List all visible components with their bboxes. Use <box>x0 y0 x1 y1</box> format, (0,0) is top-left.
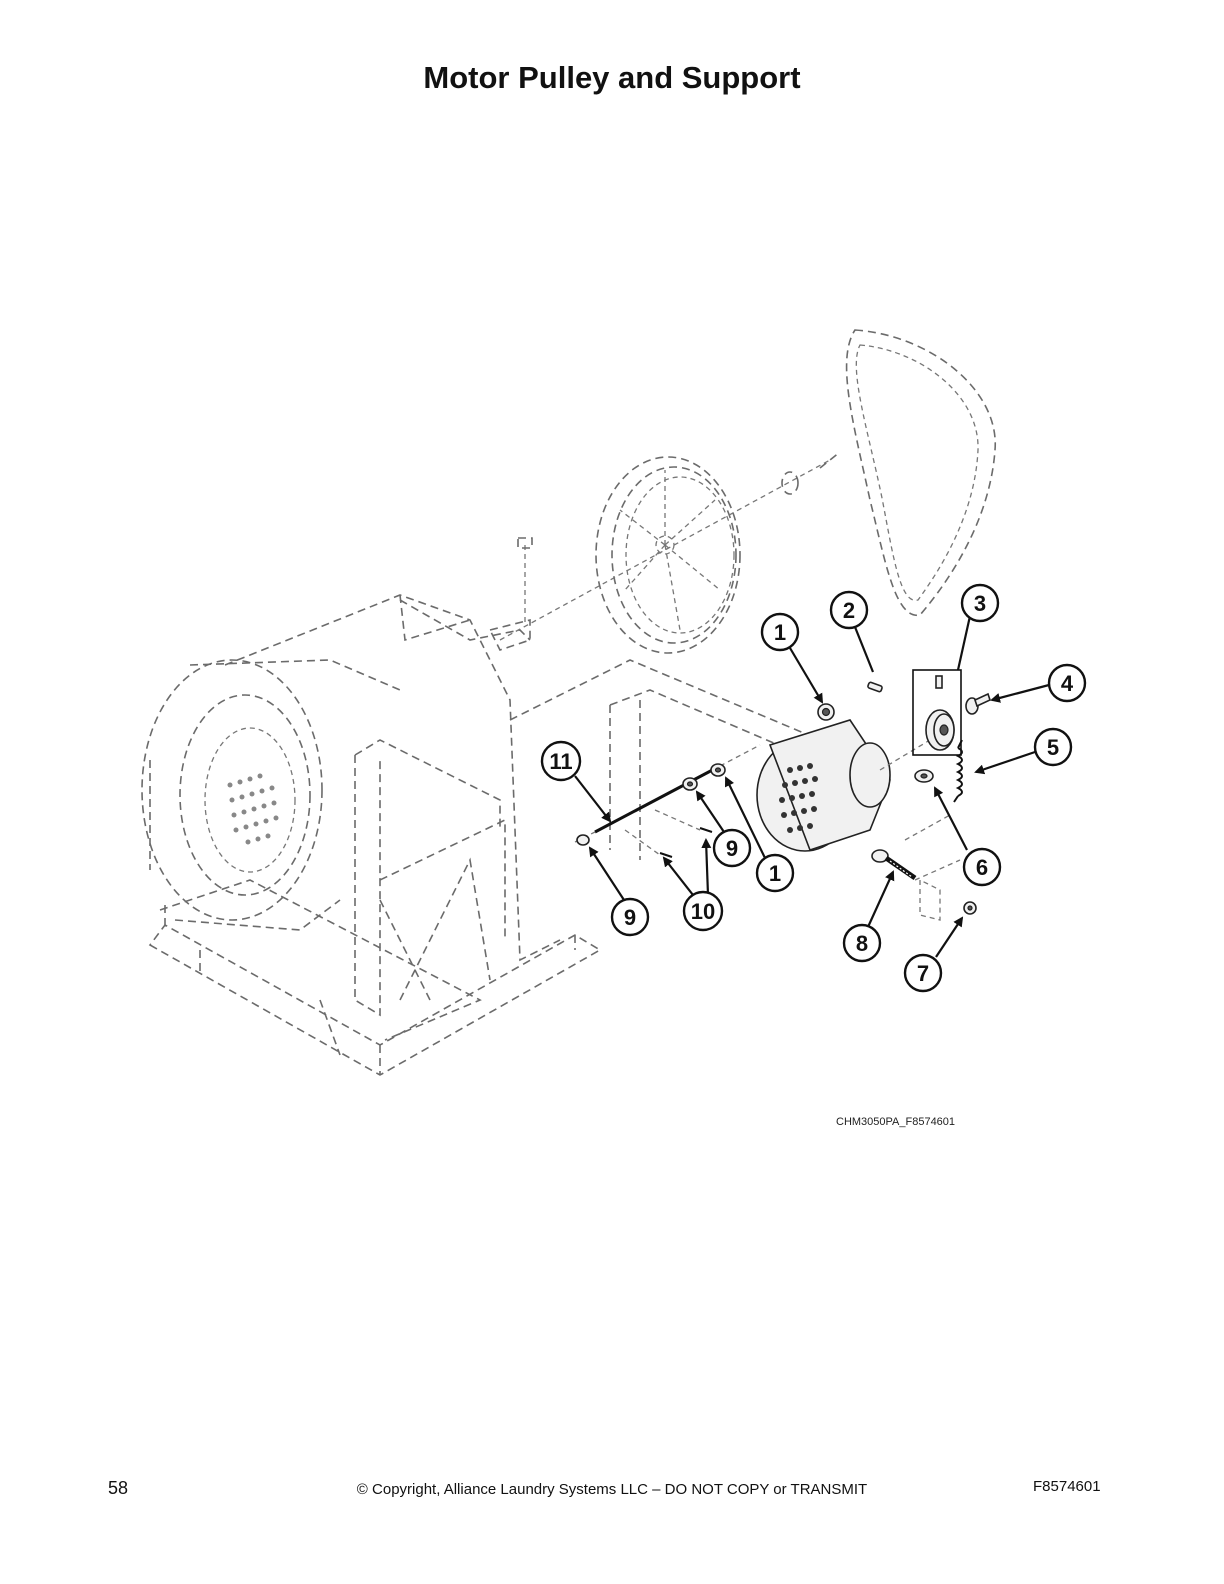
callout-label: 11 <box>549 749 572 774</box>
callout-4: 4 <box>1047 663 1087 703</box>
nut <box>919 878 977 921</box>
callout-label: 9 <box>726 836 738 861</box>
callout-5: 5 <box>1033 727 1073 767</box>
motor-pulley-assembly <box>912 669 962 756</box>
motor-bushing-upper <box>817 703 835 721</box>
callout-label: 9 <box>624 905 636 930</box>
spring <box>953 739 963 803</box>
hub-bolt <box>965 692 991 715</box>
belt-ghost <box>845 329 996 616</box>
callout-label: 3 <box>974 591 986 616</box>
pivot-shaft <box>574 744 761 858</box>
callout-11: 11 <box>540 740 582 782</box>
callout-1-lower: 1 <box>755 853 795 893</box>
leader-lines <box>574 615 1050 958</box>
drum-ghost <box>141 659 401 931</box>
page-number: 58 <box>108 1478 129 1498</box>
callout-label: 6 <box>976 855 988 880</box>
spring-anchor <box>914 769 934 783</box>
callout-3: 3 <box>960 583 1000 623</box>
callout-1-upper: 1 <box>760 612 800 652</box>
machine-frame-ghost <box>148 594 881 1076</box>
copyright-notice: © Copyright, Alliance Laundry Systems LL… <box>356 1481 868 1498</box>
drawing-id: CHM3050PA_F8574601 <box>836 1116 956 1128</box>
callout-label: 10 <box>691 899 715 924</box>
key <box>867 681 883 693</box>
callout-9-right: 9 <box>712 828 752 868</box>
callout-label: 2 <box>843 598 855 623</box>
callout-6: 6 <box>962 847 1002 887</box>
page-title: Motor Pulley and Support <box>423 60 801 95</box>
callout-label: 1 <box>769 861 781 886</box>
callout-10: 10 <box>682 890 724 932</box>
callout-label: 7 <box>917 961 929 986</box>
callout-label: 4 <box>1061 671 1074 696</box>
document-id: F8574601 <box>1033 1478 1101 1495</box>
callout-9-left: 9 <box>610 897 650 937</box>
callout-7: 7 <box>903 953 943 993</box>
callout-2: 2 <box>829 590 869 630</box>
callout-label: 5 <box>1047 735 1059 760</box>
callout-label: 8 <box>856 931 868 956</box>
large-pulley-ghost <box>488 451 841 654</box>
motor <box>756 719 931 852</box>
eye-bolt <box>871 814 961 881</box>
callout-label: 1 <box>774 620 786 645</box>
callout-8: 8 <box>842 923 882 963</box>
